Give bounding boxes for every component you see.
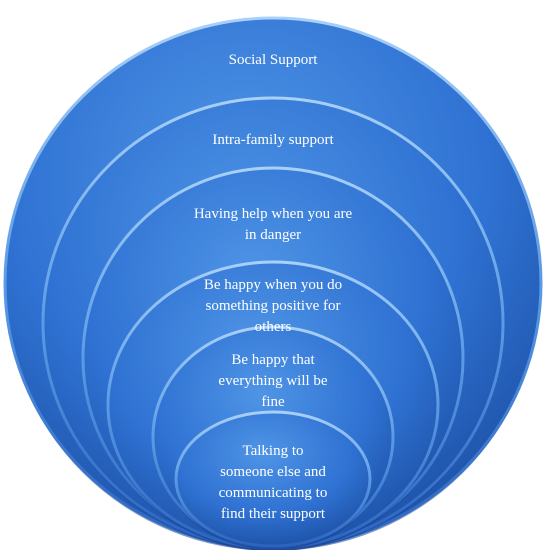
level-6-circle [174,410,372,548]
level-3-label: Having help when you are in danger [193,206,353,243]
level-6-label: Talking to someone else and communicatin… [218,443,328,522]
level-1-label: Social Support [228,52,318,68]
level-4-label: Be happy when you do something positive … [203,277,343,335]
level-5-label: Be happy that everything will be fine [218,352,328,410]
level-2-label: Intra-family support [212,132,334,148]
circles-group [3,16,543,551]
